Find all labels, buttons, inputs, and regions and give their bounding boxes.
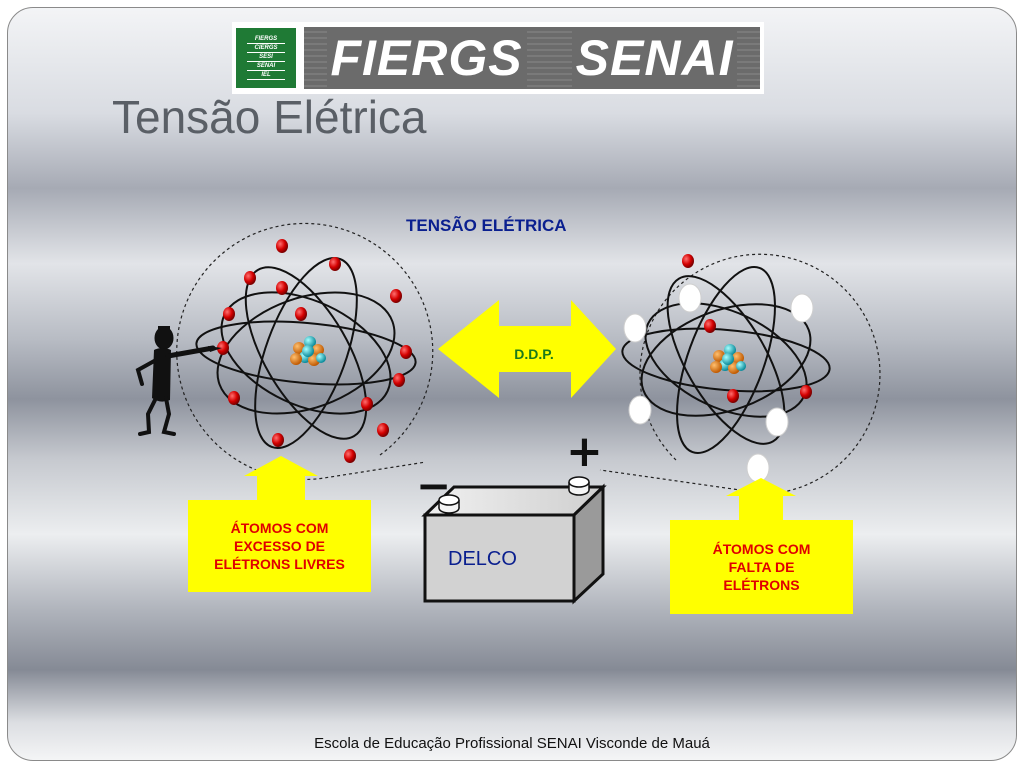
- atom-excess-electrons: [176, 222, 434, 481]
- diagram-title: TENSÃO ELÉTRICA: [406, 216, 567, 235]
- right-up-arrow: [726, 478, 796, 522]
- minus-sign: −: [416, 461, 451, 510]
- slide-title: Tensão Elétrica: [112, 91, 427, 143]
- slide: FIERGS CIERGS SESI SENAI IEL FIERGS SENA…: [7, 7, 1017, 761]
- battery-icon: − +: [416, 426, 607, 605]
- battery-positive-terminal: [568, 476, 590, 496]
- logo-badge-line: CIERGS: [247, 45, 285, 53]
- ddp-label: D.D.P.: [514, 346, 554, 362]
- logo-badge: FIERGS CIERGS SESI SENAI IEL: [236, 28, 296, 88]
- plus-sign: +: [566, 426, 603, 477]
- footer-school-name: Escola de Educação Profissional SENAI Vi…: [314, 735, 710, 752]
- remaining-electrons: [682, 254, 812, 403]
- nucleus: [290, 336, 326, 366]
- nucleus: [710, 344, 746, 374]
- logo-brand-senai: SENAI: [571, 29, 738, 87]
- speech-bubble-outline: [176, 222, 434, 481]
- atom-missing-electrons: [599, 253, 881, 495]
- logo-badge-line: SENAI: [247, 63, 285, 71]
- label-missing-electrons: ÁTOMOS COM FALTA DE ELÉTRONS: [670, 520, 853, 614]
- label-excess-electrons: ÁTOMOS COM EXCESSO DE ELÉTRONS LIVRES: [188, 500, 371, 592]
- pointing-figure-icon: [135, 326, 222, 436]
- free-electrons: [217, 239, 412, 463]
- ddp-double-arrow: [438, 300, 616, 398]
- logo-wordmark: FIERGS SENAI: [304, 27, 760, 89]
- logo-brand-fiergs: FIERGS: [326, 29, 527, 87]
- battery-negative-terminal: [438, 494, 460, 514]
- logo-badge-line: SESI: [247, 54, 285, 62]
- diagram-canvas: − +: [135, 222, 881, 605]
- logo-badge-line: IEL: [247, 72, 285, 80]
- fiergs-senai-logo: FIERGS CIERGS SESI SENAI IEL FIERGS SENA…: [232, 22, 764, 94]
- battery-label: DELCO: [448, 548, 517, 570]
- electron-holes: [623, 283, 814, 483]
- left-up-arrow: [244, 456, 318, 502]
- logo-badge-line: FIERGS: [247, 36, 285, 44]
- speech-bubble-outline: [599, 253, 881, 495]
